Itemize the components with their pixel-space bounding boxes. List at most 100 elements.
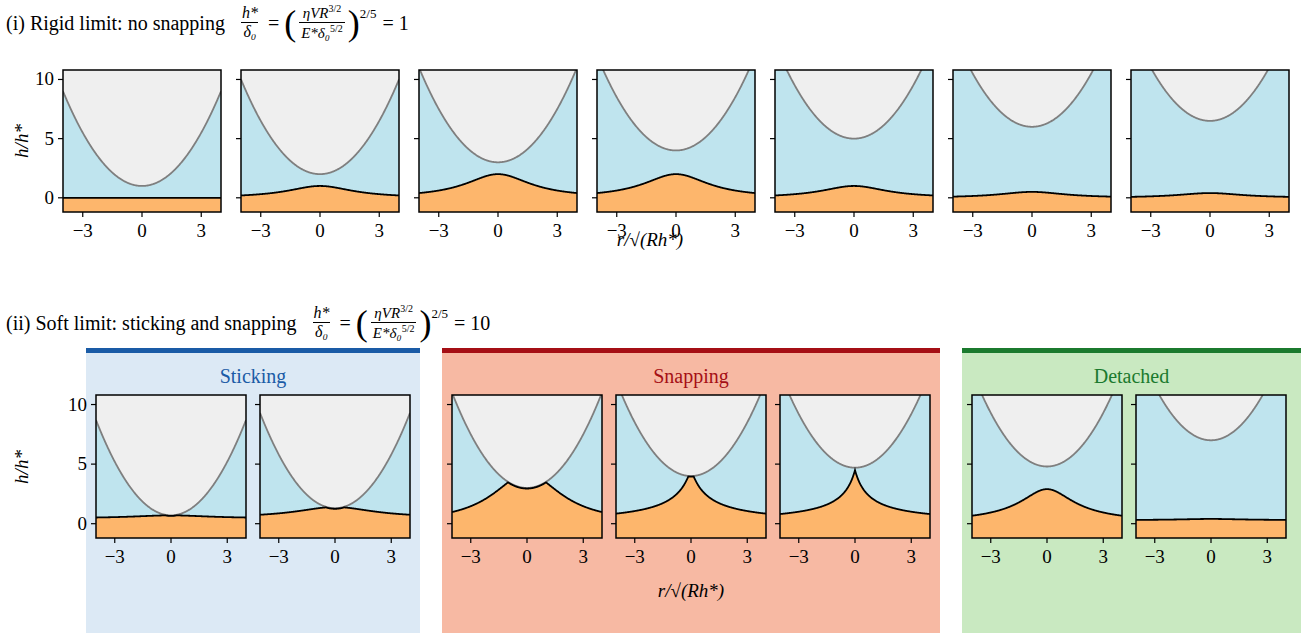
x-tick xyxy=(278,538,279,543)
y-tick xyxy=(236,79,241,80)
plot-panel xyxy=(780,395,930,538)
indenter-sphere xyxy=(419,70,577,162)
elastic-substrate xyxy=(96,515,246,538)
formula-term: h* xyxy=(314,304,330,321)
x-tick xyxy=(675,212,676,217)
x-tick-label: 3 xyxy=(731,221,741,242)
formula-term: ηVR xyxy=(374,305,400,321)
y-tick xyxy=(948,197,953,198)
x-tick-label: −3 xyxy=(789,547,809,568)
numerator: ηVR3/2 xyxy=(372,304,415,322)
x-tick-label: 0 xyxy=(493,221,503,242)
x-tick xyxy=(470,538,471,543)
plot-panel xyxy=(419,70,577,212)
x-tick xyxy=(379,212,380,217)
denominator: E*δ₀5/2 xyxy=(371,322,417,342)
plot-panel xyxy=(63,70,221,212)
elastic-substrate xyxy=(775,186,933,212)
plot-frame xyxy=(63,70,221,212)
x-tick xyxy=(990,538,991,543)
y-tick xyxy=(611,523,616,524)
plot-panel xyxy=(452,395,602,538)
x-tick xyxy=(616,212,617,217)
formula-term: = xyxy=(268,12,279,35)
plot-panel xyxy=(241,70,399,212)
fraction: h*δ₀ xyxy=(312,305,332,341)
elastic-substrate xyxy=(241,186,399,212)
elastic-substrate xyxy=(597,174,755,212)
y-tick xyxy=(592,138,597,139)
fraction: ηVR3/2E*δ₀5/2 xyxy=(371,304,417,342)
y-tick xyxy=(967,464,972,465)
x-tick xyxy=(497,212,498,217)
x-tick xyxy=(557,212,558,217)
y-tick xyxy=(255,464,260,465)
formula-exponent: 3/2 xyxy=(400,303,413,314)
formula-term: E*δ₀ xyxy=(301,25,330,41)
x-tick xyxy=(1091,212,1092,217)
indenter-sphere xyxy=(616,395,766,476)
x-axis-label: r/√(Rh*) xyxy=(617,230,683,251)
panel-title: (ii) Soft limit: sticking and snapping xyxy=(6,312,297,335)
x-tick-label: 0 xyxy=(686,547,696,568)
formula-term: ) xyxy=(348,5,360,41)
substrate-surface xyxy=(96,515,246,517)
x-tick-label: −3 xyxy=(625,547,645,568)
substrate-surface xyxy=(972,489,1122,516)
x-tick-label: −3 xyxy=(461,547,481,568)
y-tick xyxy=(91,404,96,405)
indenter-sphere xyxy=(953,70,1111,127)
x-tick xyxy=(1031,212,1032,217)
x-tick xyxy=(526,538,527,543)
elastic-substrate xyxy=(780,470,930,538)
x-tick-label: 0 xyxy=(1027,221,1037,242)
plot-panel xyxy=(953,70,1111,212)
substrate-surface xyxy=(452,483,602,513)
x-tick xyxy=(794,212,795,217)
x-tick-label: 3 xyxy=(907,547,917,568)
x-tick xyxy=(1103,538,1104,543)
x-axis-label: r/√(Rh*) xyxy=(658,581,724,602)
substrate-surface xyxy=(616,477,766,514)
x-tick-label: 3 xyxy=(1263,547,1273,568)
plot-panel xyxy=(260,395,410,538)
x-tick xyxy=(319,212,320,217)
formula-exponent: 5/2 xyxy=(402,323,415,334)
plot-frame xyxy=(241,70,399,212)
y-tick xyxy=(1126,138,1131,139)
y-tick xyxy=(58,79,63,80)
x-tick-label: 0 xyxy=(315,221,325,242)
x-tick xyxy=(1210,538,1211,543)
x-tick-label: 0 xyxy=(522,547,532,568)
x-tick xyxy=(913,212,914,217)
x-tick xyxy=(170,538,171,543)
x-tick-label: 3 xyxy=(743,547,753,568)
formula-exponent: 3/2 xyxy=(328,3,341,14)
x-tick-label: 3 xyxy=(909,221,919,242)
plot-panel xyxy=(616,395,766,538)
x-tick-label: 3 xyxy=(375,221,385,242)
y-tick xyxy=(58,197,63,198)
y-tick xyxy=(447,404,452,405)
y-tick xyxy=(1131,523,1136,524)
formula-term: = xyxy=(340,312,351,335)
indenter-outline xyxy=(972,395,1122,467)
indenter-sphere xyxy=(260,395,410,508)
x-tick xyxy=(141,212,142,217)
row-title: (ii) Soft limit: sticking and snapping h*… xyxy=(6,299,490,347)
y-tick xyxy=(592,197,597,198)
x-tick-label: 0 xyxy=(137,221,147,242)
formula-term: h* xyxy=(242,4,258,21)
x-tick xyxy=(201,212,202,217)
x-tick-label: 3 xyxy=(387,547,397,568)
y-tick xyxy=(58,138,63,139)
numerator: h* xyxy=(240,5,260,22)
x-tick-label: −3 xyxy=(981,547,1001,568)
band-heading: Sticking xyxy=(220,365,287,387)
x-tick xyxy=(690,538,691,543)
plot-panel xyxy=(1131,70,1289,212)
panel-title: (i) Rigid limit: no snapping xyxy=(6,12,225,35)
y-tick xyxy=(447,464,452,465)
band-heading: Snapping xyxy=(653,365,729,387)
indenter-sphere xyxy=(1131,70,1289,121)
